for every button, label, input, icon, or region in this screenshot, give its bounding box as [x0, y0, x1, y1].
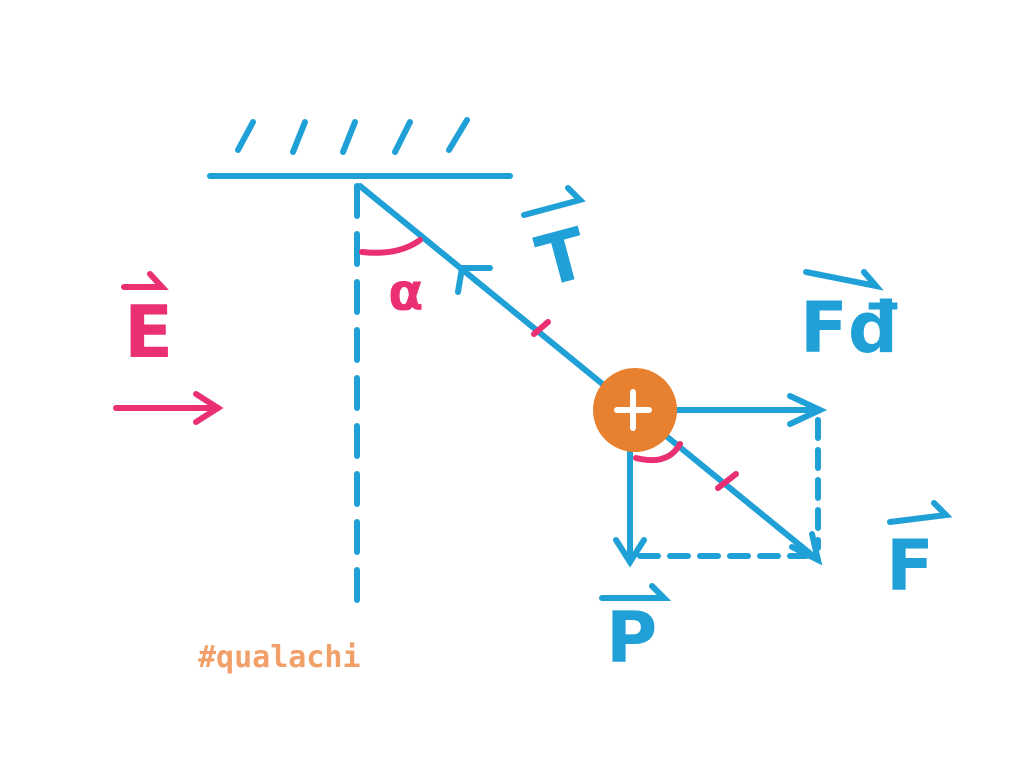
angle-label: α: [388, 263, 424, 323]
ceiling-hatch: [235, 117, 470, 155]
angle-arc-bottom: [633, 441, 683, 464]
electric-force-vector-mark: [803, 269, 884, 291]
tick-mark-lower: [715, 471, 739, 491]
electric-field-label: E: [124, 290, 173, 374]
electric-force-label: Fđ: [800, 287, 898, 369]
tick-mark-upper: [531, 319, 551, 337]
weight-label: P: [606, 597, 657, 679]
weight-arrowhead: [613, 537, 647, 568]
electric-force-arrowhead: [787, 393, 828, 427]
field-arrowhead: [193, 391, 224, 425]
angle-arc-top: [359, 237, 423, 256]
tension-vector-mark: [521, 185, 586, 218]
resultant-force-label: F: [886, 525, 934, 607]
resultant-vector-mark: [887, 500, 953, 525]
resultant-arrowhead: [789, 531, 823, 566]
tension-label: T: [528, 212, 596, 304]
weight-vector-mark: [599, 583, 672, 601]
field-vector-mark: [121, 271, 169, 290]
tension-arrowhead: [455, 265, 493, 295]
watermark-text: #qualachi: [198, 640, 361, 675]
string-line: [357, 183, 821, 563]
